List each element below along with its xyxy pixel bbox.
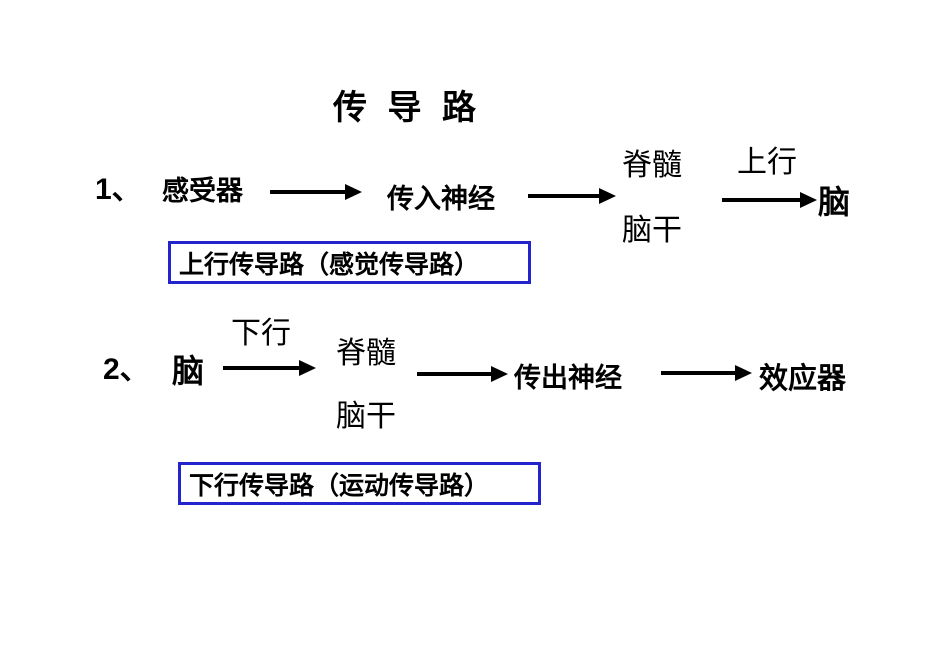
- arrow-efferent-to-effector: [661, 365, 752, 381]
- effector-node: 效应器: [759, 363, 847, 395]
- page-title: 传 导 路: [333, 90, 482, 127]
- arrow-brain-to-cord: [223, 360, 316, 376]
- brain-node-row1: 脑: [818, 184, 851, 220]
- caption-text-motor: 下行传导路（运动传导路）: [189, 472, 490, 500]
- afferent-nerve-node: 传入神经: [387, 184, 495, 214]
- caption-box-motor: 下行传导路（运动传导路）: [178, 462, 541, 505]
- arrow-shaft: [270, 190, 347, 194]
- arrow-head-icon: [599, 188, 616, 204]
- arrow-shaft: [223, 366, 301, 370]
- efferent-nerve-node: 传出神经: [514, 363, 622, 393]
- descending-label: 下行: [231, 317, 291, 350]
- ascending-label: 上行: [737, 146, 797, 179]
- arrow-head-icon: [299, 360, 316, 376]
- spinal-cord-label: 脊髓: [336, 337, 396, 370]
- brain-node-row2: 脑: [172, 353, 205, 389]
- arrow-head-icon: [735, 365, 752, 381]
- spinal-cord-label: 脊髓: [622, 149, 682, 182]
- arrow-cord-to-efferent: [417, 366, 508, 382]
- caption-text-sensory: 上行传导路（感觉传导路）: [179, 251, 480, 279]
- row1-number: 1、: [95, 173, 142, 206]
- arrow-shaft: [722, 198, 802, 202]
- arrow-cord-to-brain: [722, 192, 817, 208]
- receptor-node: 感受器: [162, 176, 243, 206]
- arrow-afferent-to-cord: [528, 188, 616, 204]
- arrow-head-icon: [345, 184, 362, 200]
- arrow-head-icon: [491, 366, 508, 382]
- brainstem-label: 脑干: [336, 400, 396, 433]
- caption-box-sensory: 上行传导路（感觉传导路）: [168, 241, 531, 284]
- arrow-shaft: [528, 194, 601, 198]
- arrow-shaft: [417, 372, 493, 376]
- arrow-receptor-to-afferent: [270, 184, 362, 200]
- brainstem-label: 脑干: [622, 214, 682, 247]
- arrow-shaft: [661, 371, 737, 375]
- row2-number: 2、: [103, 353, 150, 386]
- arrow-head-icon: [800, 192, 817, 208]
